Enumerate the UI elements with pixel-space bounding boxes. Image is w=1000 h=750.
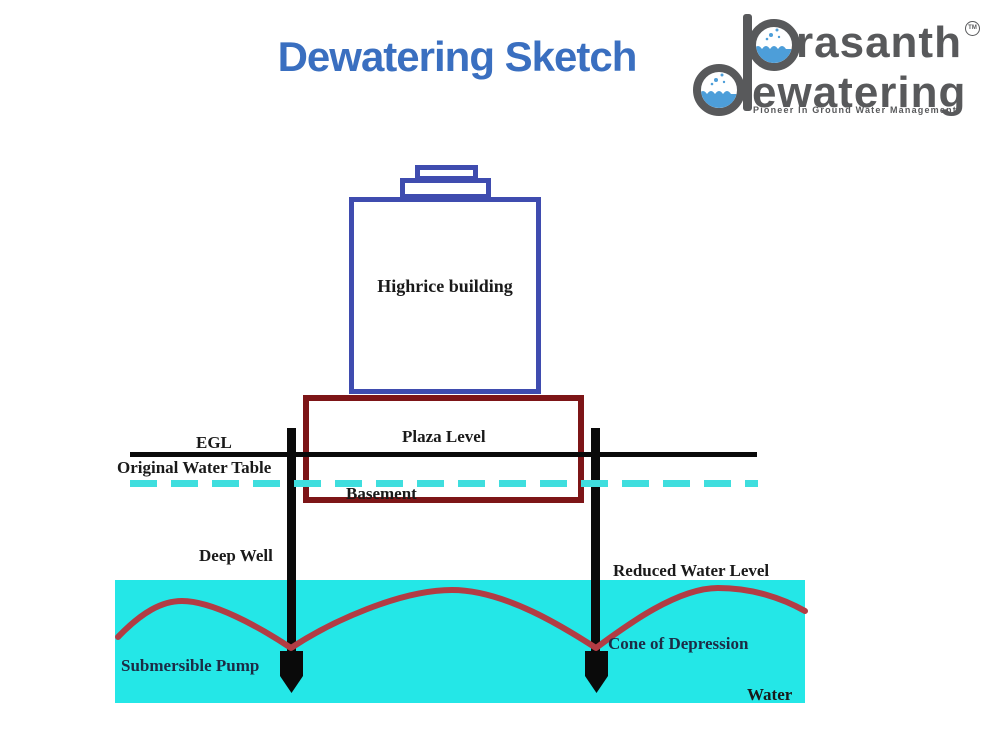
label-water: Water <box>747 685 793 704</box>
highrise-building-outline <box>349 197 541 394</box>
logo-pd-water-icon <box>693 14 800 116</box>
original-water-table-line <box>130 480 758 487</box>
label-egl: EGL <box>196 433 232 452</box>
label-plaza-level: Plaza Level <box>402 427 486 446</box>
deep-well-right <box>591 428 600 653</box>
logo-tagline: Pioneer In Ground Water Management <box>753 105 957 115</box>
basement-outline <box>303 395 584 503</box>
building-roof-mid-block <box>400 178 491 199</box>
label-submersible-pump: Submersible Pump <box>121 656 260 675</box>
egl-line <box>130 452 757 457</box>
deep-well-left <box>287 428 296 653</box>
label-original-water-table: Original Water Table <box>117 458 272 477</box>
label-reduced-water-level: Reduced Water Level <box>613 561 770 580</box>
label-deep-well: Deep Well <box>199 546 273 565</box>
label-cone-of-depression: Cone of Depression <box>608 634 749 653</box>
trademark-icon: TM <box>965 21 980 36</box>
label-basement: Basement <box>346 484 417 503</box>
logo-word-dewatering: ewatering <box>752 68 967 117</box>
logo-water-p <box>756 46 792 63</box>
logo-water-d <box>701 91 737 108</box>
page-title: Dewatering Sketch <box>277 33 638 80</box>
logo-word-prasanth: rasanth <box>796 18 962 67</box>
company-logo: rasanth ewatering Pioneer In Ground Wate… <box>688 8 990 126</box>
label-highrise-building: Highrice building <box>377 276 513 296</box>
